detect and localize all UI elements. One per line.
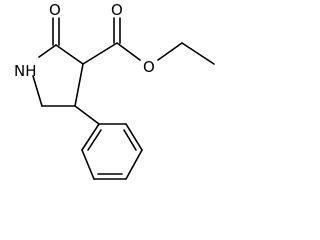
bond-c4-ph — [74, 105, 100, 125]
ethyl-ester: O O — [82, 1, 215, 76]
phenyl-ring — [74, 105, 143, 180]
ph-inner-3 — [87, 129, 102, 151]
bond-nh-c2 — [38, 44, 57, 58]
bond-ch2-ch3 — [181, 42, 215, 65]
lactam-carbonyl: O — [49, 1, 61, 46]
bond-osingle-ch2 — [157, 42, 183, 61]
ring-nitrogen-label: NH — [14, 62, 37, 80]
bond-c3-c4 — [74, 63, 84, 107]
carbonyl-oxygen-label: O — [49, 1, 61, 19]
bond-c5-nh — [32, 75, 43, 107]
pyrrolidinone-ring — [32, 44, 84, 107]
ph-bond-6 — [81, 123, 100, 151]
structure-diagram: O NH O O — [14, 1, 215, 180]
bond-c2-c3 — [55, 44, 84, 65]
ph-bond-3 — [125, 149, 143, 180]
bond-cester-osingle — [116, 42, 141, 61]
ph-inner-1 — [123, 129, 137, 151]
ph-bond-5 — [81, 149, 95, 180]
ester-carbonyl-oxygen-label: O — [111, 1, 123, 19]
bond-c3-cester — [82, 42, 118, 65]
ester-single-oxygen-label: O — [143, 58, 155, 76]
ph-bond-2 — [125, 123, 143, 151]
